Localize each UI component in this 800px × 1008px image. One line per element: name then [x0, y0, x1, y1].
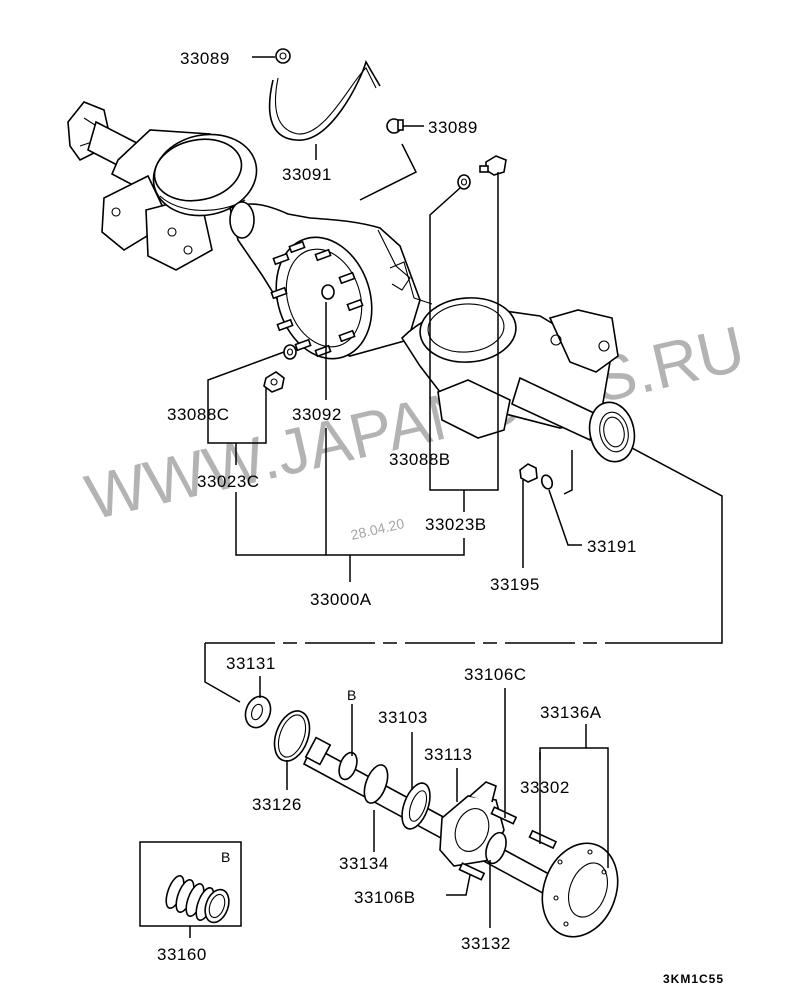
callout-33088C[interactable]: 33088C	[167, 405, 230, 424]
plug-33023C	[263, 371, 285, 393]
bolt-33106B	[458, 862, 486, 881]
diagram-code: 3KM1C55	[663, 972, 724, 986]
studs	[270, 240, 364, 358]
callout-33000A[interactable]: 33000A	[310, 590, 372, 609]
callout-33091[interactable]: 33091	[282, 165, 332, 184]
gasket-33088C	[283, 344, 297, 360]
callout-33134[interactable]: 33134	[339, 854, 389, 873]
callout-33136A[interactable]: 33136A	[540, 703, 602, 722]
callout-33195[interactable]: 33195	[490, 575, 540, 594]
callout-B-inset: B	[221, 849, 231, 865]
callout-33106B[interactable]: 33106B	[354, 888, 416, 907]
callout-33092[interactable]: 33092	[292, 405, 342, 424]
gasket-33088B	[457, 174, 471, 190]
date-stamp: 28.04.20	[349, 515, 406, 543]
hub-bolt-33302	[528, 829, 558, 850]
leader-lines-lower	[139, 676, 609, 938]
callout-33302[interactable]: 33302	[520, 778, 570, 797]
axle-shaft-drawing	[244, 695, 619, 938]
callout-33126[interactable]: 33126	[252, 795, 302, 814]
nut-33195	[519, 463, 538, 483]
axle-housing-drawing	[67, 101, 636, 463]
callout-33088B[interactable]: 33088B	[389, 450, 451, 469]
callout-33106C[interactable]: 33106C	[464, 665, 527, 684]
callout-33160[interactable]: 33160	[157, 945, 207, 964]
callout-33131[interactable]: 33131	[226, 654, 276, 673]
callout-33089-top[interactable]: 33089	[180, 49, 230, 68]
shim-set-drawing	[165, 875, 230, 924]
callout-33103[interactable]: 33103	[378, 708, 428, 727]
callout-labels: 33089 33091 33089 33088C 33092 33023C 33…	[157, 49, 637, 964]
callout-33132[interactable]: 33132	[461, 934, 511, 953]
washer-33191	[540, 474, 554, 490]
hose-clip-top	[275, 48, 291, 64]
callout-33191[interactable]: 33191	[587, 537, 637, 556]
hose-clip-mid	[386, 118, 404, 134]
breather-hose	[268, 60, 381, 141]
plug-33023B	[479, 155, 507, 176]
leader-lines-upper	[204, 56, 723, 703]
callout-B-shaft: B	[347, 687, 357, 703]
callout-33089-mid[interactable]: 33089	[428, 118, 478, 137]
callout-33113[interactable]: 33113	[424, 745, 473, 764]
callout-33023B[interactable]: 33023B	[425, 515, 487, 534]
callout-33023C[interactable]: 33023C	[197, 472, 260, 491]
